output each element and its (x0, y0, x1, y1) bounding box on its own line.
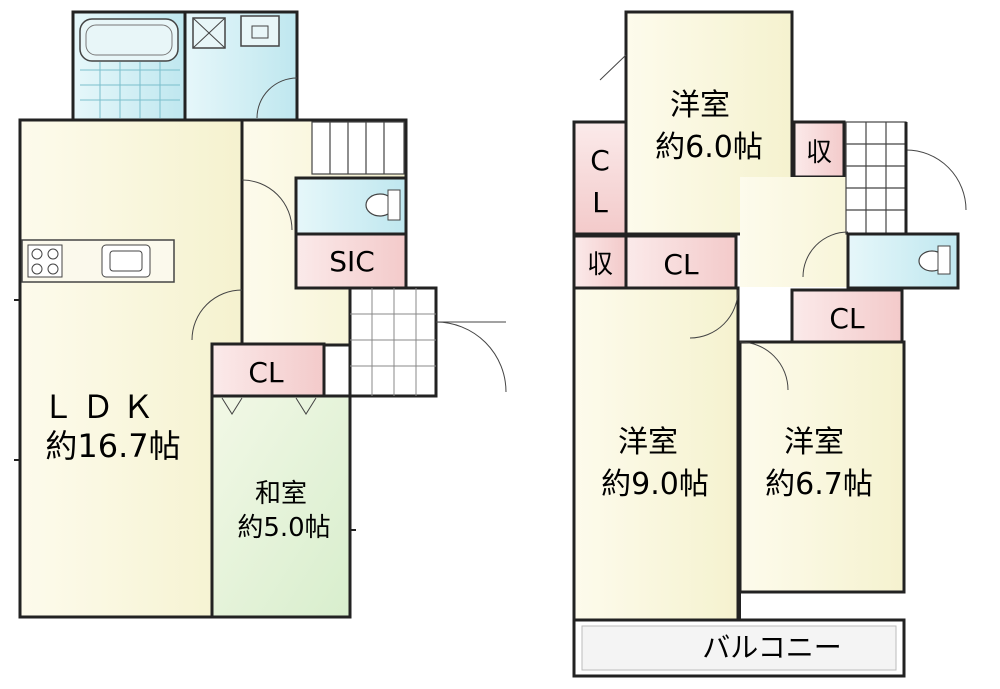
bathtub-icon (79, 18, 179, 62)
room-right-area: 約6.7帖 (765, 467, 873, 502)
room-left-name: 洋室 (618, 425, 678, 460)
shu-left (572, 234, 628, 290)
stairs-2f (845, 121, 907, 235)
room-left-area: 約9.0帖 (601, 467, 709, 502)
sink-icon (240, 15, 280, 47)
ldk-area: 約16.7帖 (45, 427, 180, 465)
washitsu-name: 和室 (255, 479, 307, 509)
entrance-tiles (350, 288, 436, 396)
cl-right (790, 288, 904, 344)
cl-1f (210, 342, 326, 398)
ldk-room (18, 118, 244, 619)
cl-mid-label: CL (663, 248, 699, 281)
kitchen-sink-icon (101, 244, 151, 278)
sic-label: SIC (329, 245, 375, 278)
floor-2: 洋室 約6.0帖 C L 収 収 CL CL (572, 10, 967, 678)
room-top-area: 約6.0帖 (655, 130, 763, 165)
balcony-label: バルコニー (702, 631, 841, 664)
shu-top (792, 120, 846, 179)
cl-mid (624, 234, 738, 290)
cl-vertical-c: C (590, 144, 610, 177)
floor-1: SIC CL ＬＤＫ 約16.7帖 和室 約5.0帖 (14, 10, 507, 619)
entrance (348, 286, 438, 398)
washitsu-room (210, 394, 352, 619)
cl-right-label: CL (829, 302, 865, 335)
cl-vertical-l: L (592, 186, 608, 219)
cl-vertical (572, 120, 628, 236)
ldk-name: ＬＤＫ (42, 388, 162, 426)
bath-floor-grid (80, 62, 180, 118)
room-top-name: 洋室 (670, 88, 730, 123)
shu-top-label: 収 (806, 138, 832, 168)
cl-1f-label: CL (248, 356, 284, 389)
shu-left-label: 収 (587, 250, 613, 280)
stairs-1f (311, 121, 405, 175)
washitsu-area: 約5.0帖 (237, 513, 330, 543)
room-right (738, 340, 906, 594)
room-right-name: 洋室 (784, 425, 844, 460)
